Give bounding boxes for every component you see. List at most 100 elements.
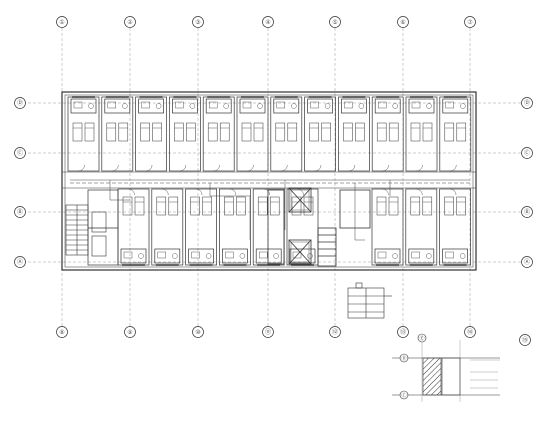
row-axis-left: Ⓑ <box>14 206 26 218</box>
guest-room <box>371 96 404 172</box>
row-axis-left: Ⓒ <box>14 147 26 159</box>
axis-label: ⑩ <box>195 329 200 336</box>
guest-room <box>185 188 217 266</box>
axis-bubble-icon <box>192 16 204 28</box>
axis-bubble-icon <box>521 147 533 159</box>
axis-bubble-icon <box>521 97 533 109</box>
axis-label: ⑬ <box>400 328 406 336</box>
axis-label: ⑮ <box>522 336 528 344</box>
column-axis-top: ① <box>56 16 68 28</box>
axis-label: Ⓒ <box>524 149 530 157</box>
axis-label: ① <box>59 19 64 26</box>
guest-rooms <box>67 96 472 266</box>
axis-bubble-icon <box>519 334 531 346</box>
axis-label: ⑭ <box>467 328 473 336</box>
elevator-icon <box>267 187 371 267</box>
axis-label: ⑥ <box>400 19 405 26</box>
axis-bubble-icon <box>14 97 26 109</box>
key-plan-axis-bubble <box>399 390 409 400</box>
axis-bubble-icon <box>124 326 136 338</box>
key-plan-axis-label: Ⓒ <box>401 392 406 399</box>
guest-room <box>252 188 285 266</box>
axis-label: ⑧ <box>59 329 64 336</box>
row-axis-left: Ⓓ <box>14 97 26 109</box>
guest-room <box>439 96 472 172</box>
axis-bubble-icon <box>14 147 26 159</box>
axis-bubble-icon <box>124 16 136 28</box>
axis-bubble-icon <box>14 206 26 218</box>
guest-room <box>236 96 269 172</box>
guest-room <box>439 188 471 266</box>
column-axis-top: ⑦ <box>464 16 476 28</box>
column-axis-bottom: ⑧ <box>56 326 68 338</box>
column-axis-top: ③ <box>192 16 204 28</box>
axis-label: ③ <box>195 19 200 26</box>
axis-label: ⑤ <box>332 19 337 26</box>
guest-room <box>304 96 336 172</box>
column-axis-top: ② <box>124 16 136 28</box>
column-axis-bottom: ⑬ <box>397 326 409 338</box>
axis-label: Ⓒ <box>17 149 23 157</box>
guest-room <box>405 96 438 172</box>
row-axis-right: Ⓓ <box>521 97 533 109</box>
column-axis-bottom: ⑩ <box>192 326 204 338</box>
key-plan-axis-label: Ⓔ <box>419 335 424 342</box>
column-axis-bottom: ⑭ <box>464 326 476 338</box>
legend-block <box>347 282 392 319</box>
axis-label: Ⓑ <box>524 208 530 216</box>
column-axis-bottom: ⑫ <box>329 326 341 338</box>
axis-label: ⑪ <box>265 328 271 336</box>
axis-label: Ⓑ <box>17 208 23 216</box>
row-axis-right: Ⓐ <box>521 256 533 268</box>
column-axis-top: ⑥ <box>397 16 409 28</box>
row-axis-left: Ⓐ <box>14 256 26 268</box>
axis-label: ② <box>127 19 133 26</box>
row-axis-right: Ⓒ <box>521 147 533 159</box>
guest-room <box>135 96 167 172</box>
axis-label: Ⓓ <box>17 99 23 107</box>
axis-bubble-icon <box>397 16 409 28</box>
axis-bubble-icon <box>56 326 68 338</box>
axis-bubble-icon <box>329 326 341 338</box>
stair-icon <box>65 204 107 257</box>
guest-room <box>338 96 370 172</box>
axis-grid-lines <box>18 28 528 335</box>
key-plan-axis-bubble <box>417 333 427 343</box>
column-axis-bottom: ⑮ <box>519 334 531 346</box>
axis-bubble-icon <box>14 256 26 268</box>
axis-label: Ⓐ <box>17 258 23 266</box>
axis-bubble-icon <box>56 16 68 28</box>
guest-room <box>371 188 404 266</box>
guest-room <box>202 96 235 172</box>
axis-label: Ⓓ <box>524 99 530 107</box>
corridor-wiring <box>70 179 470 241</box>
key-plan-axis-label: Ⓓ <box>401 355 406 362</box>
column-axis-top: ④ <box>262 16 274 28</box>
axis-bubble-icon <box>464 326 476 338</box>
guest-room <box>286 188 319 266</box>
guest-room <box>67 96 100 172</box>
axis-bubble-icon <box>192 326 204 338</box>
column-axis-top: ⑤ <box>329 16 341 28</box>
axis-label: Ⓐ <box>524 258 530 266</box>
key-plan-axis-bubble <box>399 353 409 363</box>
row-axis-right: Ⓑ <box>521 206 533 218</box>
axis-bubble-icon <box>464 16 476 28</box>
axis-bubble-icon <box>262 16 274 28</box>
axis-bubble-icon <box>397 326 409 338</box>
axis-label: ④ <box>265 19 270 26</box>
guest-room <box>151 188 184 266</box>
guest-room <box>101 96 134 172</box>
key-plan: Ⓔ Ⓓ Ⓒ <box>392 333 500 402</box>
guest-room <box>117 188 150 266</box>
building-outline <box>61 91 477 271</box>
guest-room <box>219 188 251 266</box>
guest-room <box>169 96 201 172</box>
guest-room <box>405 188 438 266</box>
guest-room <box>270 96 303 172</box>
service-room <box>87 189 119 266</box>
axis-label: ⑦ <box>467 19 473 26</box>
axis-bubble-icon <box>262 326 274 338</box>
